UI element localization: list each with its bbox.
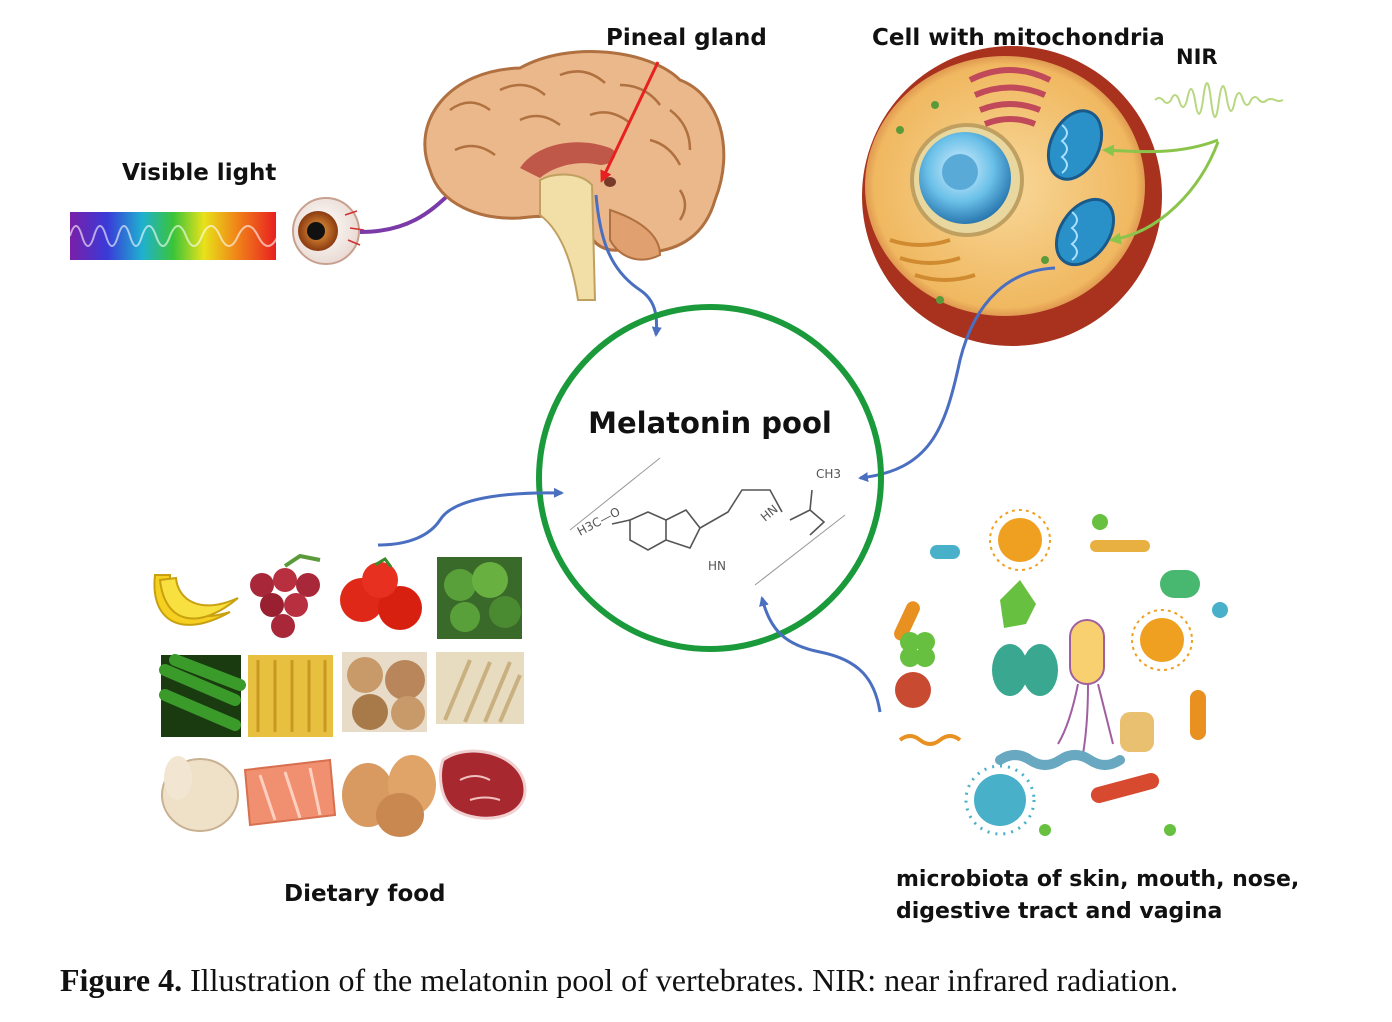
cell-with-mitochondria-label: Cell with mitochondria — [872, 25, 1165, 51]
nir-wave-icon — [1154, 82, 1284, 118]
pineal-pointer-arrow — [600, 61, 660, 183]
grapes-icon — [250, 553, 321, 638]
figure-caption: Figure 4. Illustration of the melatonin … — [60, 962, 1380, 999]
corn-icon — [248, 655, 333, 737]
nir-arrow-lower — [1109, 141, 1220, 245]
mol-methyl-label: CH3 — [816, 467, 841, 481]
bread-icon — [342, 652, 427, 732]
cucumbers-icon — [159, 654, 246, 737]
spectrum-icon — [69, 212, 279, 260]
meat-icon — [439, 749, 527, 820]
brain-icon — [423, 50, 726, 301]
food-grid — [153, 553, 527, 837]
caption-text: Illustration of the melatonin pool of ve… — [190, 962, 1179, 998]
wheat-icon — [436, 652, 524, 724]
chicken-icon — [161, 756, 239, 832]
melatonin-pool-label: Melatonin pool — [588, 406, 832, 440]
banana-icon — [153, 574, 239, 626]
eye-icon — [292, 197, 365, 265]
visible-light-label: Visible light — [122, 160, 277, 186]
melatonin-structure — [569, 457, 846, 586]
dietary-food-label: Dietary food — [284, 881, 446, 907]
broccoli-icon — [437, 557, 522, 639]
pineal-gland-label: Pineal gland — [606, 25, 767, 51]
microbiota-to-pool-arrow — [759, 596, 882, 713]
melatonin-pool-circle — [536, 304, 884, 652]
salmon-icon — [243, 758, 337, 827]
mol-methoxy-label: H3C—O — [575, 504, 623, 538]
cell-icon — [862, 46, 1162, 346]
nir-label: NIR — [1176, 45, 1218, 69]
eggs-icon — [342, 755, 436, 837]
mol-amide-label: HN — [758, 502, 781, 524]
mol-amine-label: HN — [708, 559, 726, 573]
nir-arrow-upper — [1102, 138, 1219, 157]
tomatoes-icon — [340, 557, 422, 630]
caption-label: Figure 4. — [60, 962, 183, 998]
food-to-pool-arrow — [377, 487, 564, 547]
cell-to-pool-arrow — [858, 266, 1056, 483]
microbiota-label: microbiota of skin, mouth, nose, digesti… — [896, 867, 1300, 924]
microbiota-icon — [894, 509, 1230, 836]
